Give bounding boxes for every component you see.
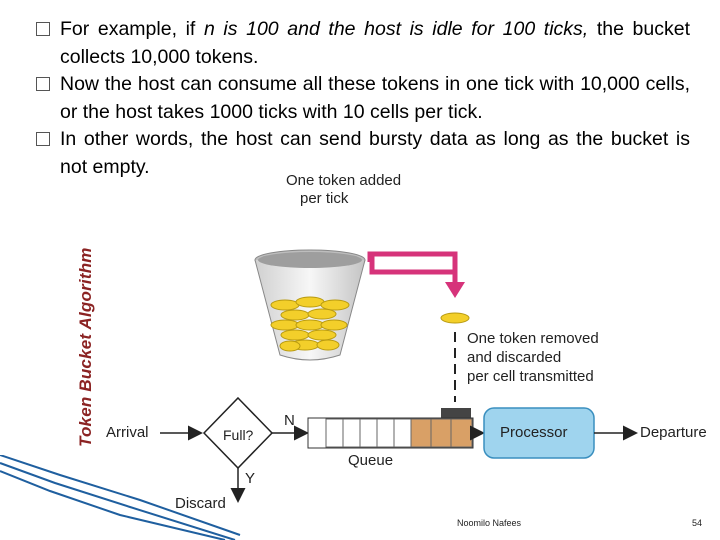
bullet-emphasis: n is 100 and the host is idle for 100 ti… (203, 18, 589, 40)
bullet-item: For example, if n is 100 and the host is… (36, 16, 690, 71)
processor-label: Processor (500, 424, 568, 441)
token-added-arrow (369, 255, 465, 298)
token-bucket-diagram: One token added per tick One token remov… (100, 170, 720, 520)
bullet-text: In other words, the host can send bursty… (60, 128, 690, 178)
queue (307, 417, 474, 449)
queue-label: Queue (348, 452, 394, 469)
token-added-label-line1: One token added (286, 172, 402, 189)
removed-token (440, 312, 470, 324)
slide-title: Token Bucket Algorithm (76, 247, 95, 447)
token-removed-label-line2: and discarded (467, 349, 562, 366)
bullet-text: the bucket collects 10,000 tokens. (60, 18, 690, 68)
arrival-label: Arrival (106, 424, 149, 441)
discard-label: Discard (175, 495, 226, 512)
page-number: 54 (692, 518, 703, 528)
bullet-item: Now the host can consume all these token… (36, 71, 690, 126)
bullet-icon (36, 132, 50, 146)
token-removed-label-line3: per cell transmitted (467, 368, 594, 385)
bullet-item: In other words, the host can send bursty… (36, 126, 690, 181)
full-label: Full? (223, 427, 254, 443)
footer-author: Noomilo Nafees (457, 518, 522, 528)
bucket-tokens (270, 296, 350, 352)
bullet-list: For example, if n is 100 and the host is… (36, 16, 690, 181)
bullet-icon (36, 77, 50, 91)
diagram-graphics (160, 249, 638, 503)
bullet-icon (36, 22, 50, 36)
token-removed-arrow (375, 260, 455, 290)
token-gate (441, 408, 471, 420)
bullet-text: For example, if (60, 18, 204, 40)
token-removed-label-line1: One token removed (467, 330, 599, 347)
bullet-text: Now the host can consume all these token… (60, 73, 690, 123)
no-label: N (284, 412, 295, 429)
token-added-label-line2: per tick (300, 190, 349, 207)
corner-decoration (0, 455, 241, 540)
yes-label: Y (245, 470, 256, 487)
departure-label: Departure (640, 424, 707, 441)
bucket-output-arrow (367, 251, 458, 282)
